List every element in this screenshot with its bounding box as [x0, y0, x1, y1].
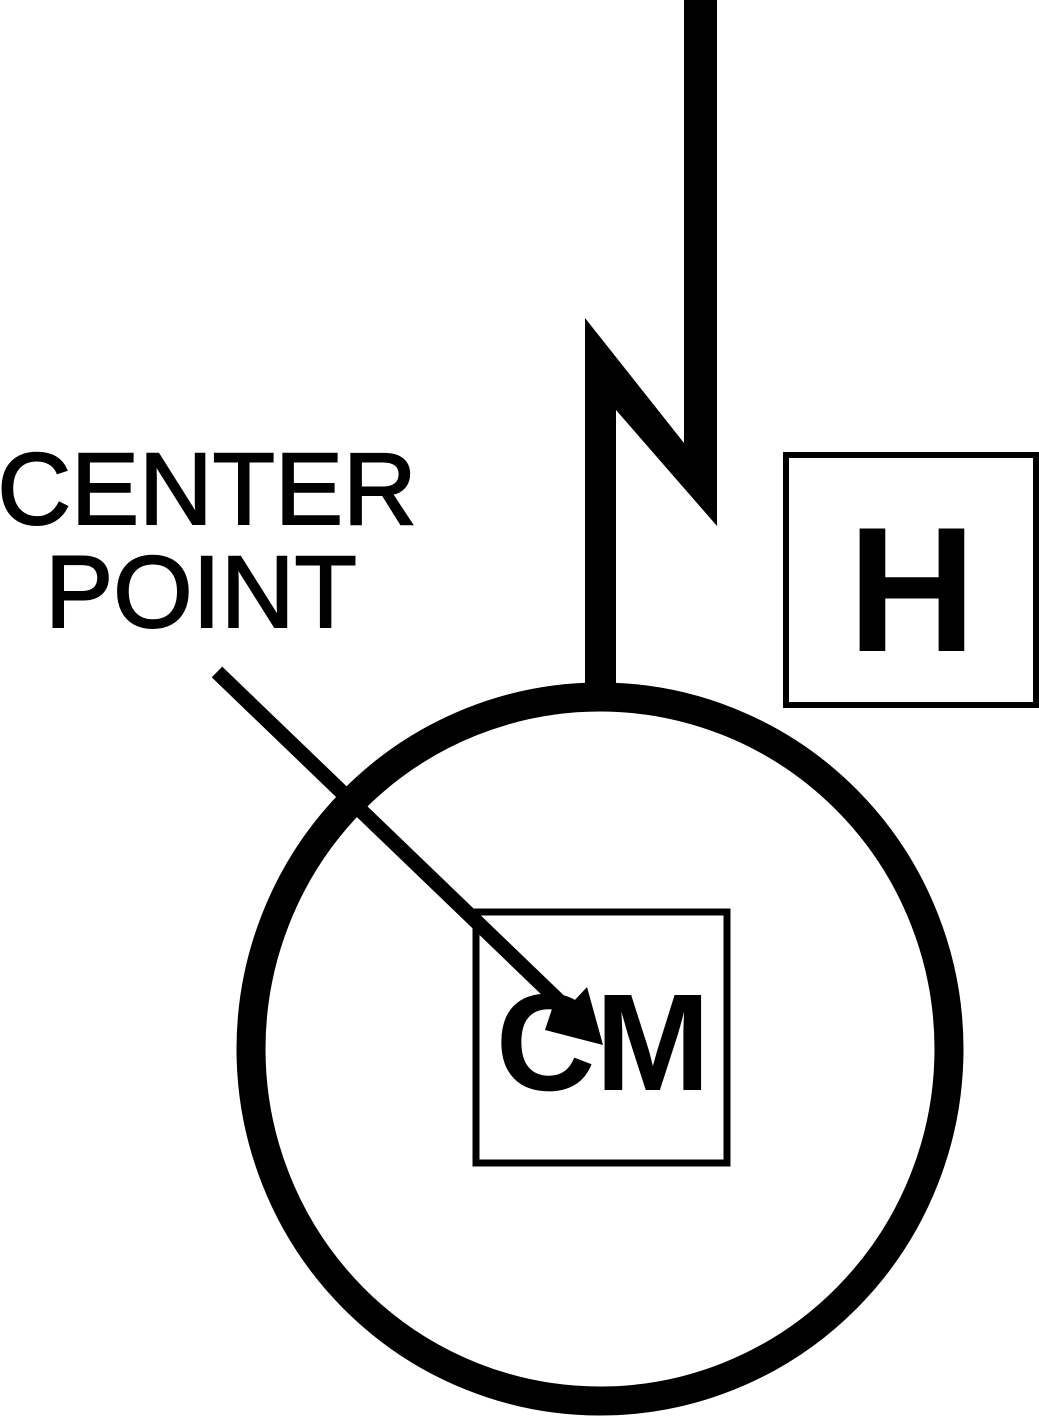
h-box: H: [783, 452, 1039, 708]
center-point-leader: [211, 666, 603, 1045]
leader-line: [211, 666, 568, 1010]
center-point-callout: CENTER POINT: [0, 431, 418, 650]
callout-line-1: CENTER: [0, 432, 417, 546]
h-box-label: H: [848, 490, 977, 689]
main-circle: [236, 682, 964, 1416]
callout-line-2: POINT: [45, 535, 357, 649]
h-box-frame: [783, 452, 1039, 708]
arrowhead-icon: [545, 987, 603, 1045]
cm-box: CM: [472, 908, 731, 1167]
north-arrow-upper: [585, 0, 717, 684]
cm-box-frame: [472, 908, 731, 1167]
north-arrow-icon: [585, 0, 717, 684]
cm-box-label: CM: [496, 966, 711, 1120]
